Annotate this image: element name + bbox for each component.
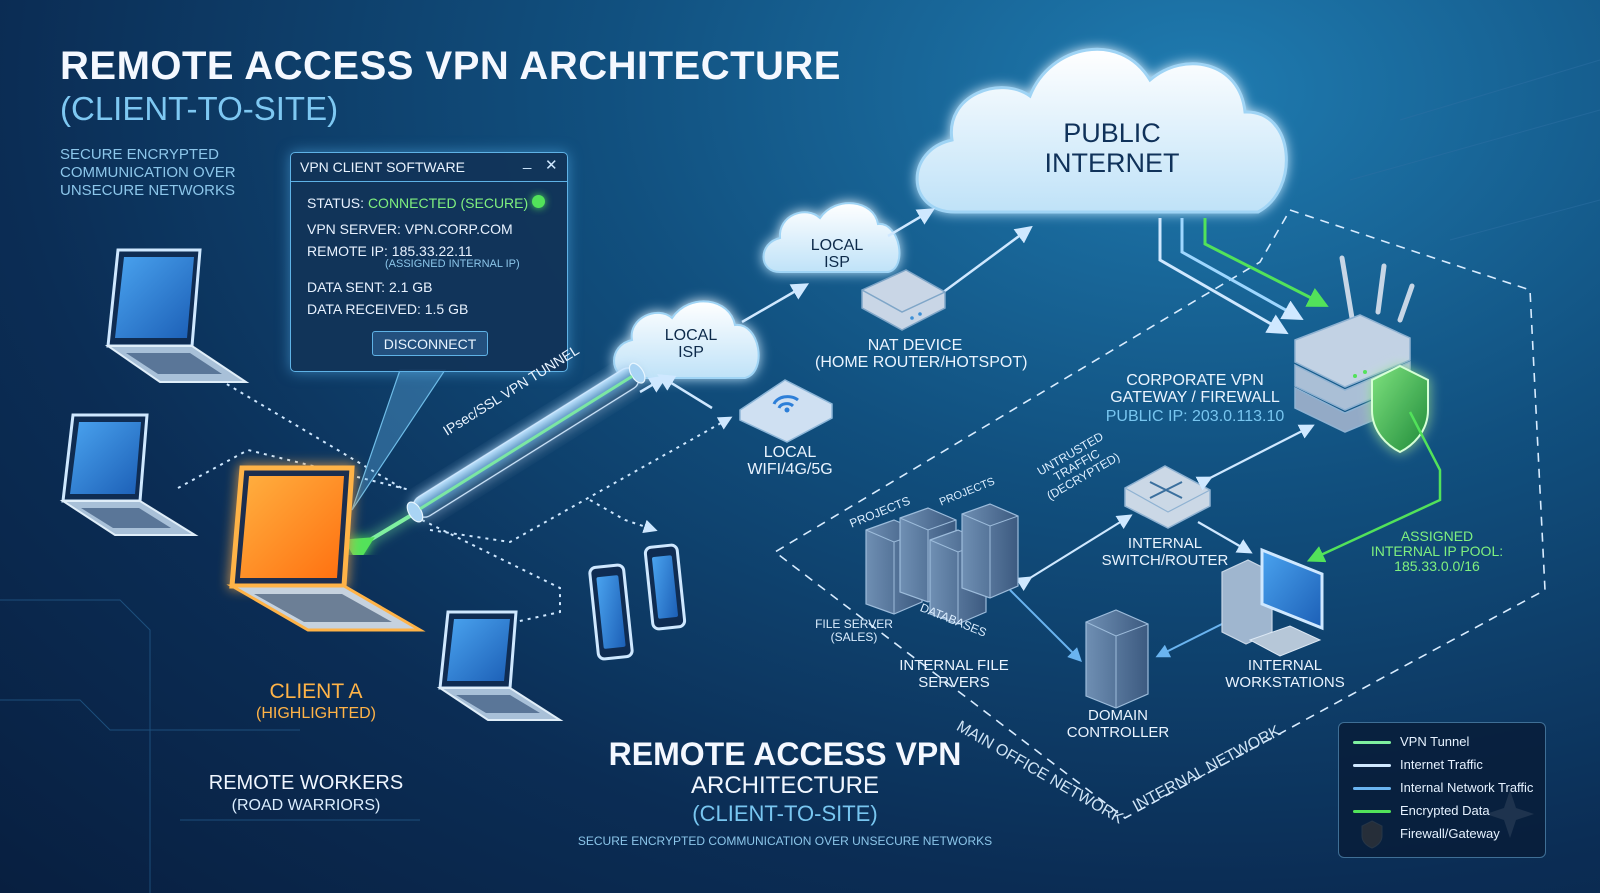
footer-title: REMOTE ACCESS VPN [608,736,962,772]
nat-device-label: NAT DEVICE(HOME ROUTER/HOTSPOT) [815,337,1028,371]
vpn-status-value: CONNECTED (SECURE) [367,195,529,211]
internet-to-gateway-links [1158,218,1329,335]
public-internet-cloud [915,47,1288,214]
legend-item-firewall: Firewall/Gateway [1353,825,1543,843]
laptop-2 [59,413,199,536]
legend-item-internet-traffic: Internet Traffic [1353,756,1543,774]
page-title: REMOTE ACCESS VPN ARCHITECTURE [60,44,841,88]
vpn-gateway-ip: PUBLIC IP: 203.0.113.10 [1105,408,1285,425]
close-icon[interactable]: ✕ [545,157,558,174]
legend-swatch [1353,787,1391,790]
vpn-status-label: STATUS: [307,195,365,211]
vpn-client-window: VPN CLIENT SOFTWARE _ ✕ STATUS: CONNECTE… [290,152,568,372]
internal-traffic-arrows [1015,424,1315,592]
legend-item-vpn-tunnel: VPN Tunnel [1353,733,1543,751]
domain-controller-server [1085,609,1149,709]
wifi-device [739,379,833,443]
legend-label: VPN Tunnel [1400,734,1470,749]
legend-label: Firewall/Gateway [1400,826,1500,841]
footer-title-line2: ARCHITECTURE [690,772,879,799]
vpn-data-received-row: DATA RECEIVED: 1.5 GB [307,301,469,317]
laptop-3 [436,610,564,721]
page-subtitle: (CLIENT-TO-SITE) [60,90,339,127]
legend: VPN Tunnel Internet Traffic Internal Net… [1338,722,1546,858]
legend-label: Internet Traffic [1400,757,1483,772]
legend-label: Internal Network Traffic [1400,780,1534,795]
vpn-remote-ip-note: (ASSIGNED INTERNAL IP) [385,258,520,270]
page-tagline: SECURE ENCRYPTED COMMUNICATION OVER UNSE… [60,146,236,199]
legend-swatch [1353,810,1391,813]
workstation-group [1221,547,1324,657]
file-server-sales-label: FILE SERVER(SALES) [815,617,893,644]
file-server-cluster [865,503,1019,625]
client-dotted-links [177,368,733,635]
road-warriors-label: (ROAD WARRIORS) [231,797,381,814]
office-network-boundary [773,209,1546,819]
phone-2 [643,543,687,631]
internal-network-links [1009,589,1231,662]
laptop-1 [104,248,250,383]
firewall-shield [1371,364,1429,454]
minimize-icon[interactable]: _ [523,153,532,170]
client-a-label: CLIENT A [269,680,363,703]
vpn-server-row: VPN SERVER: VPN.CORP.COM [307,221,513,237]
status-indicator-icon [532,195,545,208]
remote-workers-label: REMOTE WORKERS [208,772,404,794]
vpn-window-title: VPN CLIENT SOFTWARE [300,159,465,175]
internal-switch [1124,465,1211,529]
footer-tagline: SECURE ENCRYPTED COMMUNICATION OVER UNSE… [577,834,993,848]
isp-cloud-2 [762,202,901,273]
legend-label: Encrypted Data [1400,803,1490,818]
disconnect-button[interactable]: DISCONNECT [372,331,488,356]
client-a-sublabel: (HIGHLIGHTED) [256,705,376,722]
circuit-decoration [0,59,1600,893]
vpn-window-titlebar: VPN CLIENT SOFTWARE _ ✕ [291,153,567,182]
vpn-tunnel [343,362,668,564]
vpn-data-sent-row: DATA SENT: 2.1 GB [307,279,433,295]
phone-1 [588,563,634,661]
vpn-status-row: STATUS: CONNECTED (SECURE) [307,195,528,211]
legend-swatch [1353,764,1391,767]
laptop-client-a [226,465,426,632]
vpn-remote-ip-row: REMOTE IP: 185.33.22.11 [307,243,473,259]
internet-traffic-arrows [657,208,1033,410]
footer-subtitle: (CLIENT-TO-SITE) [692,801,878,826]
nat-device [861,269,946,331]
isp-cloud-1 [613,300,760,379]
encrypted-data-path [1306,411,1442,563]
legend-item-internal-traffic: Internal Network Traffic [1353,779,1543,797]
legend-swatch [1353,741,1391,744]
legend-item-encrypted-data: Encrypted Data [1353,802,1543,820]
